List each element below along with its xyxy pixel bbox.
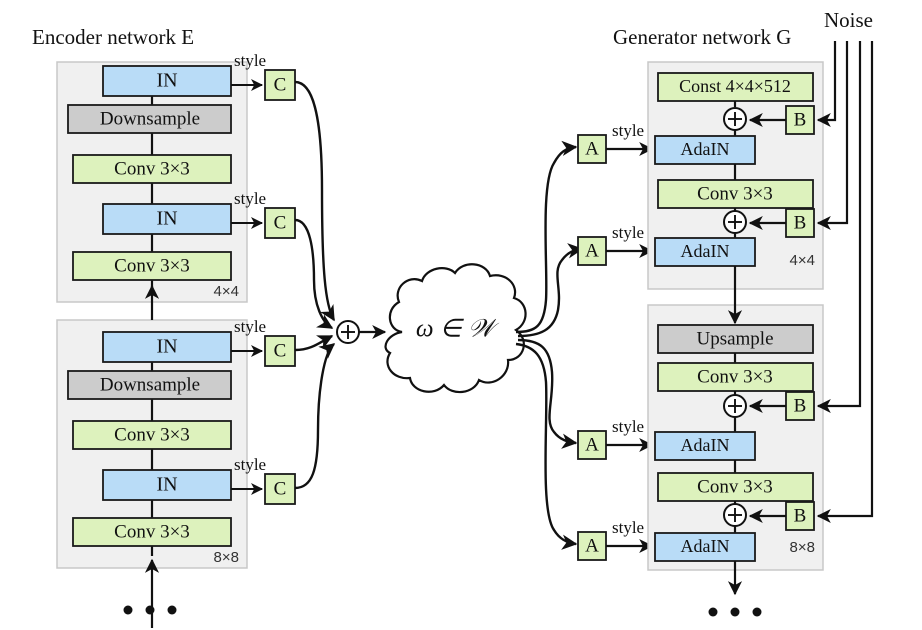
encoder-4x4-layer-conv-upper: Conv 3×3 bbox=[72, 154, 232, 184]
a-box-1[interactable]: A bbox=[577, 134, 607, 164]
b-box-1-label: B bbox=[794, 109, 807, 130]
c-box-1-label: C bbox=[274, 74, 287, 95]
c-box-2[interactable]: C bbox=[264, 207, 296, 239]
c2-to-sum-curve bbox=[294, 218, 334, 330]
encoder-style-label-2: style bbox=[234, 189, 266, 208]
generator-4x4-noise-add-2 bbox=[723, 210, 747, 234]
encoder-8x8-layer-downsample: Downsample bbox=[67, 370, 232, 400]
generator-8x8-noise-add-2 bbox=[723, 503, 747, 527]
encoder-style-label-1: style bbox=[234, 51, 266, 70]
b-box-1[interactable]: B bbox=[785, 105, 815, 135]
generator-8x8-layer-upsample-label: Upsample bbox=[696, 328, 773, 349]
c4-to-sum-curve bbox=[294, 343, 336, 490]
encoder-8x8-layer-in-lower-label: IN bbox=[156, 474, 177, 496]
noise-line-4 bbox=[816, 41, 874, 524]
generator-4x4-layer-const-label: Const 4×4×512 bbox=[679, 76, 791, 96]
c-box-3[interactable]: C bbox=[264, 335, 296, 367]
encoder-8x8-layer-in-upper-label: IN bbox=[156, 336, 177, 358]
encoder-8x8-layer-in-upper: IN bbox=[102, 331, 232, 363]
generator-8x8-layer-adain-2: AdaIN bbox=[654, 532, 756, 562]
generator-8x8-layer-conv-2-label: Conv 3×3 bbox=[697, 476, 773, 497]
generator-4x4-noise-add-1 bbox=[723, 107, 747, 131]
c1-to-sum-curve bbox=[294, 80, 336, 322]
noise-line-1 bbox=[816, 41, 837, 128]
generator-block-8x8-resolution: 8×8 bbox=[790, 539, 815, 556]
latent-sum-operator bbox=[336, 320, 360, 344]
c-box-1[interactable]: C bbox=[264, 69, 296, 101]
b-box-3-label: B bbox=[794, 395, 807, 416]
encoder-8x8-layer-conv-upper-label: Conv 3×3 bbox=[114, 424, 190, 445]
encoder-8x8-layer-conv-upper: Conv 3×3 bbox=[72, 420, 232, 450]
noise-line-2 bbox=[816, 41, 849, 231]
generator-4x4-layer-conv-label: Conv 3×3 bbox=[697, 183, 773, 204]
encoder-4x4-layer-downsample: Downsample bbox=[67, 104, 232, 134]
a-box-2[interactable]: A bbox=[577, 236, 607, 266]
a-box-2-label: A bbox=[585, 240, 599, 261]
generator-4x4-layer-adain-2: AdaIN bbox=[654, 237, 756, 267]
generator-8x8-layer-adain-1: AdaIN bbox=[654, 431, 756, 461]
encoder-4x4-layer-in-lower-label: IN bbox=[156, 208, 177, 230]
encoder-4x4-layer-in-upper-label: IN bbox=[156, 70, 177, 92]
encoder-8x8-layer-downsample-label: Downsample bbox=[100, 374, 200, 395]
encoder-title: Encoder network E bbox=[32, 25, 194, 49]
encoder-8x8-layer-conv-bottom-label: Conv 3×3 bbox=[114, 521, 190, 542]
encoder-block-4x4-resolution: 4×4 bbox=[214, 283, 239, 300]
a-box-1-label: A bbox=[585, 138, 599, 159]
cloud-to-a3-curve bbox=[517, 338, 578, 449]
generator-4x4-layer-adain-2-label: AdaIN bbox=[681, 241, 730, 261]
latent-space-cloud: ω ∈ 𝒲 bbox=[384, 263, 527, 394]
cloud-to-a4-curve bbox=[515, 342, 578, 550]
generator-8x8-layer-adain-1-label: AdaIN bbox=[681, 435, 730, 455]
a-box-4-label: A bbox=[585, 535, 599, 556]
c3-to-sum-curve bbox=[294, 334, 334, 352]
b-box-2[interactable]: B bbox=[785, 208, 815, 238]
b-box-3[interactable]: B bbox=[785, 391, 815, 421]
encoder-4x4-layer-conv-bottom: Conv 3×3 bbox=[72, 251, 232, 281]
generator-8x8-noise-add-1 bbox=[723, 394, 747, 418]
a-box-3[interactable]: A bbox=[577, 430, 607, 460]
a-box-4[interactable]: A bbox=[577, 531, 607, 561]
cloud-to-a1-curve bbox=[515, 140, 578, 334]
encoder-style-label-3: style bbox=[234, 317, 266, 336]
noise-label: Noise bbox=[824, 8, 873, 32]
c-box-4[interactable]: C bbox=[264, 473, 296, 505]
generator-style-label-3: style bbox=[612, 417, 644, 436]
generator-title: Generator network G bbox=[613, 25, 791, 49]
cloud-to-a2-curve bbox=[517, 243, 584, 338]
noise-line-3 bbox=[816, 41, 862, 414]
encoder-block-8x8-resolution: 8×8 bbox=[214, 549, 239, 566]
generator-style-label-2: style bbox=[612, 223, 644, 242]
c-box-3-label: C bbox=[274, 340, 287, 361]
generator-block-4x4-resolution: 4×4 bbox=[790, 252, 815, 269]
generator-4x4-layer-conv: Conv 3×3 bbox=[657, 179, 814, 209]
encoder-4x4-layer-in-upper: IN bbox=[102, 65, 232, 97]
c-box-2-label: C bbox=[274, 212, 287, 233]
generator-8x8-layer-conv-1-label: Conv 3×3 bbox=[697, 366, 773, 387]
generator-8x8-layer-adain-2-label: AdaIN bbox=[681, 536, 730, 556]
generator-8x8-layer-conv-1: Conv 3×3 bbox=[657, 362, 814, 392]
a-box-3-label: A bbox=[585, 434, 599, 455]
generator-4x4-layer-adain-1: AdaIN bbox=[654, 135, 756, 165]
encoder-4x4-layer-conv-upper-label: Conv 3×3 bbox=[114, 158, 190, 179]
generator-4x4-layer-adain-1-label: AdaIN bbox=[681, 139, 730, 159]
encoder-8x8-layer-conv-bottom: Conv 3×3 bbox=[72, 517, 232, 547]
latent-space-label: ω ∈ 𝒲 bbox=[416, 316, 500, 343]
encoder-4x4-layer-in-lower: IN bbox=[102, 203, 232, 235]
encoder-bottom-ellipsis bbox=[123, 605, 177, 615]
generator-bottom-ellipsis bbox=[708, 607, 762, 617]
encoder-4x4-layer-downsample-label: Downsample bbox=[100, 108, 200, 129]
encoder-4x4-layer-conv-bottom-label: Conv 3×3 bbox=[114, 255, 190, 276]
generator-4x4-layer-const: Const 4×4×512 bbox=[657, 72, 814, 102]
b-box-2-label: B bbox=[794, 212, 807, 233]
encoder-8x8-layer-in-lower: IN bbox=[102, 469, 232, 501]
b-box-4[interactable]: B bbox=[785, 501, 815, 531]
generator-style-label-4: style bbox=[612, 518, 644, 537]
generator-8x8-layer-upsample: Upsample bbox=[657, 324, 814, 354]
c-box-4-label: C bbox=[274, 478, 287, 499]
encoder-style-label-4: style bbox=[234, 455, 266, 474]
generator-8x8-layer-conv-2: Conv 3×3 bbox=[657, 472, 814, 502]
generator-style-label-1: style bbox=[612, 121, 644, 140]
b-box-4-label: B bbox=[794, 505, 807, 526]
